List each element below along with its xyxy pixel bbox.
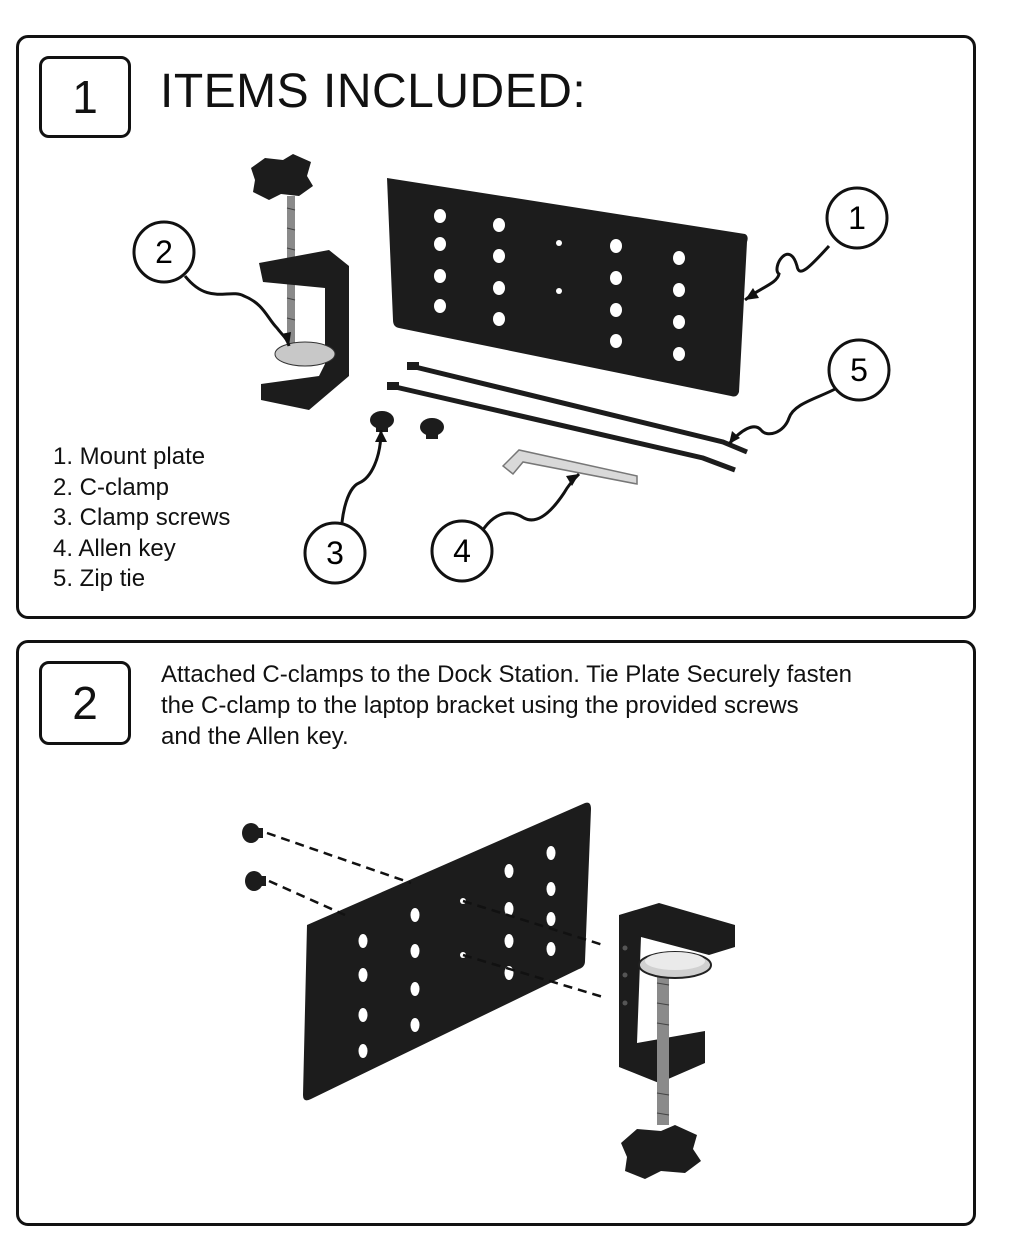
instruction-line: the C-clamp to the laptop bracket using …	[161, 692, 799, 719]
instruction-line: Attached C-clamps to the Dock Station. T…	[161, 661, 853, 688]
callout-4: 4	[430, 519, 494, 583]
callout-2-label: 2	[155, 234, 173, 270]
step-2-panel: 2 Attached C-clamps to the Dock Station.…	[16, 640, 976, 1226]
items-included-illustration: 1 2 3 4 5	[132, 154, 891, 585]
zip-ties	[390, 363, 748, 473]
list-item: 4. Allen key	[53, 534, 176, 562]
list-item: 1. Mount plate	[53, 443, 206, 470]
step-2-number: 2	[39, 661, 131, 745]
step-1-panel: 1 ITEMS INCLUDED:	[16, 35, 976, 619]
callout-3-label: 3	[326, 535, 344, 571]
callout-3: 3	[303, 521, 367, 585]
callout-5-label: 5	[850, 352, 868, 388]
items-list: 1. Mount plate 2. C-clamp 3. Clamp screw…	[53, 442, 230, 595]
list-item: 5. Zip tie	[53, 565, 146, 592]
assembly-mount-plate	[303, 802, 591, 1101]
list-item: 2. C-clamp	[53, 473, 170, 501]
assembly-c-clamp	[619, 903, 735, 1179]
callout-2: 2	[132, 220, 196, 284]
c-clamp	[251, 154, 349, 410]
callout-4-label: 4	[453, 533, 471, 569]
step-1-title: ITEMS INCLUDED:	[160, 65, 587, 118]
callout-1: 1	[825, 186, 889, 250]
callout-5: 5	[827, 338, 891, 402]
alignment-lines	[266, 831, 604, 999]
clamp-screws	[370, 411, 444, 439]
callout-arrowheads	[281, 288, 759, 486]
step-2-instruction: Attached C-clamps to the Dock Station. T…	[161, 659, 961, 752]
allen-key	[501, 449, 638, 485]
assembly-screws	[242, 823, 266, 891]
mount-plate	[387, 178, 748, 397]
assembly-illustration	[242, 802, 735, 1179]
step-1-number: 1	[39, 56, 131, 138]
callout-1-label: 1	[848, 200, 866, 236]
list-item: 3. Clamp screws	[53, 504, 231, 531]
instruction-line: and the Allen key.	[161, 723, 349, 750]
